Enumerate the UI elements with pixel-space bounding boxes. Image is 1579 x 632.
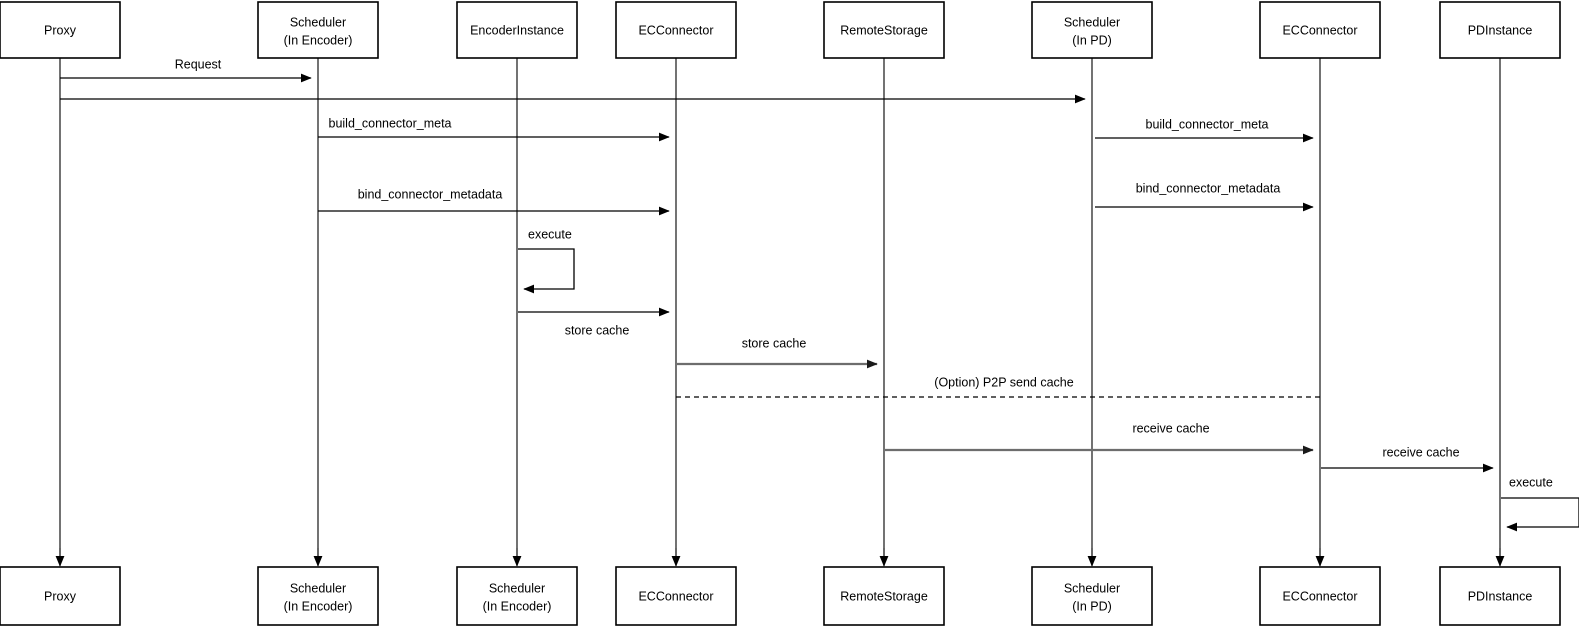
participant-box [0,1,121,59]
participant-label-line2: (In PD) [1072,33,1112,47]
message-label: receive cache [1132,421,1209,435]
participant-box [615,566,737,626]
participant-box [1031,566,1153,626]
participant-label-line1: Scheduler [1064,581,1120,595]
message-bind-connector-metadata-pd[interactable]: bind_connector_metadata [1095,181,1314,212]
participant-label-line2: (In Encoder) [483,599,552,613]
message-build-connector-meta-pd[interactable]: build_connector_meta [1095,117,1314,143]
message-label: receive cache [1382,445,1459,459]
participant-label-line1: Scheduler [290,581,346,595]
message-label: (Option) P2P send cache [934,375,1073,389]
message-label: store cache [742,336,807,350]
participant-box [456,566,578,626]
message-label: bind_connector_metadata [358,187,503,201]
participant-label: ECConnector [1282,589,1357,603]
message-store-cache-encoder-to-connector[interactable]: store cache [518,307,670,337]
participant-box [1259,1,1381,59]
self-loop-arrow [1501,497,1579,532]
participant-header-pd-instance[interactable]: PDInstance [1439,1,1561,59]
participant-box [257,1,379,59]
participant-box [823,1,945,59]
message-bind-connector-metadata-encoder[interactable]: bind_connector_metadata [318,187,670,216]
message-execute-encoder-instance[interactable]: execute [518,227,575,294]
participant-header-scheduler-pd[interactable]: Scheduler (In PD) [1031,1,1153,59]
participant-box [1439,566,1561,626]
participant-footer-remote-storage[interactable]: RemoteStorage [823,566,945,626]
participant-label: ECConnector [1282,23,1357,37]
participant-box [456,1,578,59]
participant-label-line1: Scheduler [1064,15,1120,29]
participant-label-line1: Scheduler [489,581,545,595]
participant-box [823,566,945,626]
message-label: build_connector_meta [329,116,452,130]
message-receive-cache-storage-to-connector[interactable]: receive cache [885,421,1314,455]
participant-box [257,566,379,626]
participant-label-line2: (In Encoder) [284,33,353,47]
participant-box [1439,1,1561,59]
participant-label: RemoteStorage [840,589,928,603]
participant-label: PDInstance [1468,589,1533,603]
participant-box [1031,1,1153,59]
participant-label: Proxy [44,589,77,603]
participant-box [1259,566,1381,626]
participant-footer-ec-connector-pd[interactable]: ECConnector [1259,566,1381,626]
message-store-cache-connector-to-storage[interactable]: store cache [677,336,878,369]
participant-footer-proxy[interactable]: Proxy [0,566,121,626]
message-receive-cache-connector-to-pd[interactable]: receive cache [1321,445,1494,473]
participant-footer-pd-instance[interactable]: PDInstance [1439,566,1561,626]
participant-footer-scheduler-encoder[interactable]: Scheduler (In Encoder) [257,566,379,626]
participant-label: ECConnector [638,23,713,37]
participant-footer-scheduler-pd[interactable]: Scheduler (In PD) [1031,566,1153,626]
self-loop-arrow [518,248,575,294]
message-label: execute [1509,475,1553,489]
participant-label: RemoteStorage [840,23,928,37]
participant-label: ECConnector [638,589,713,603]
participant-label: Proxy [44,23,77,37]
participant-label-line2: (In PD) [1072,599,1112,613]
message-label: execute [528,227,572,241]
participant-header-ec-connector-encoder[interactable]: ECConnector [615,1,737,59]
message-label: bind_connector_metadata [1136,181,1281,195]
participant-footer-ec-connector-encoder[interactable]: ECConnector [615,566,737,626]
message-request[interactable]: Request [60,57,312,83]
participant-box [0,566,121,626]
participant-label: PDInstance [1468,23,1533,37]
message-p2p-send-cache[interactable]: (Option) P2P send cache [676,375,1320,398]
message-label: Request [175,57,222,71]
participant-footer-scheduler-encoder-2[interactable]: Scheduler (In Encoder) [456,566,578,626]
participant-label: EncoderInstance [470,23,564,37]
message-label: build_connector_meta [1146,117,1269,131]
message-build-connector-meta-encoder[interactable]: build_connector_meta [318,116,670,142]
participant-label-line2: (In Encoder) [284,599,353,613]
message-label: store cache [565,323,630,337]
participant-header-proxy[interactable]: Proxy [0,1,121,59]
participant-label-line1: Scheduler [290,15,346,29]
message-execute-pd-instance[interactable]: execute [1501,475,1579,532]
participant-header-ec-connector-pd[interactable]: ECConnector [1259,1,1381,59]
participant-header-encoder-instance[interactable]: EncoderInstance [456,1,578,59]
participant-header-scheduler-encoder[interactable]: Scheduler (In Encoder) [257,1,379,59]
participant-header-remote-storage[interactable]: RemoteStorage [823,1,945,59]
